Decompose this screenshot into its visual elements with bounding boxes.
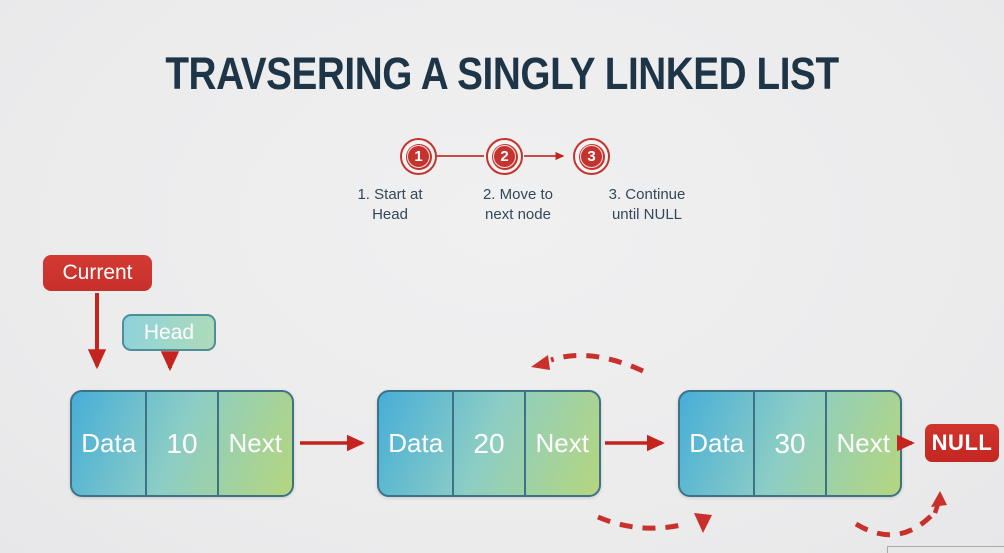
step-label-3-line2: until NULL <box>611 206 683 224</box>
dashed-traversal-arrow-null-icon <box>854 491 947 538</box>
node-3-data-cell: Data <box>689 428 745 458</box>
step-label-2-line2: next node <box>485 206 551 224</box>
step-circle-1: 1 <box>400 138 437 175</box>
node-1-data-cell: Data <box>81 428 137 458</box>
node-2-value-cell: 20 <box>452 392 523 495</box>
step-number-3: 3 <box>578 143 605 170</box>
null-badge: NULL <box>925 424 999 462</box>
step-number-1: 1 <box>405 143 432 170</box>
node-2-next-cell: Next <box>523 392 599 495</box>
linked-list-node-3: Data 30 Next <box>678 390 902 497</box>
step-label-3-line1: 3. Continue <box>608 186 686 203</box>
step-circle-2: 2 <box>486 138 523 175</box>
linked-list-node-2: Data 20 Next <box>377 390 601 497</box>
node-1-value-cell: 10 <box>145 392 216 495</box>
step-label-2: 2. Move to next node <box>456 185 580 226</box>
current-pointer-badge: Current <box>43 255 152 291</box>
caption-box-corner <box>887 546 1004 553</box>
step-circle-3: 3 <box>573 138 610 175</box>
dashed-traversal-arrow-bottom-icon <box>597 513 712 533</box>
step-number-2: 2 <box>491 143 518 170</box>
head-pointer-badge: Head <box>122 314 216 351</box>
dashed-traversal-arrow-top-icon <box>531 353 645 374</box>
node-2-data-cell: Data <box>388 428 444 458</box>
linked-list-node-1: Data 10 Next <box>70 390 294 497</box>
step-label-1: 1. Start at Head <box>328 185 452 226</box>
node-3-value-cell: 30 <box>753 392 824 495</box>
node-3-next-cell: Next <box>824 392 900 495</box>
step-label-1-line1: 1. Start at <box>357 186 423 203</box>
node-1-next-cell: Next <box>216 392 292 495</box>
step-label-2-line1: 2. Move to <box>482 186 554 203</box>
page-title: TRAVSERING A SINGLY LINKED LIST <box>165 48 839 99</box>
step-label-3: 3. Continue until NULL <box>585 185 709 226</box>
step-label-1-line2: Head <box>372 206 408 224</box>
